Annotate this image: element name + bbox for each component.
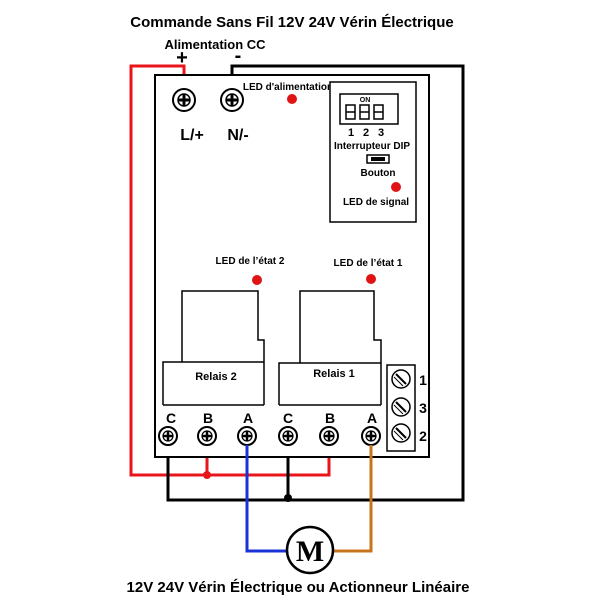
power-terminal-plus [172, 88, 196, 112]
signal-led [391, 182, 401, 192]
negative-junction-dot [284, 494, 292, 502]
state1-led [366, 274, 376, 284]
dip-number-2: 2 [363, 127, 369, 139]
output-terminal-b-relay2 [197, 426, 217, 446]
dip-on-label: ON [360, 97, 371, 104]
dip-number-1: 1 [348, 127, 354, 139]
positive-junction-dot [203, 471, 211, 479]
state1-led-label: LED de l’état 1 [334, 258, 403, 269]
output-label-c-relay2: C [166, 410, 176, 426]
side-terminal-label-3: 3 [419, 400, 427, 416]
side-terminal-label-1: 1 [419, 372, 427, 388]
output-label-b-relay2: B [203, 410, 213, 426]
minus-symbol: - [235, 45, 242, 67]
output-label-b-relay1: B [325, 410, 335, 426]
motor-wire-orange [334, 445, 373, 553]
dip-number-3: 3 [378, 127, 384, 139]
terminal-label-negative: N/- [227, 127, 248, 144]
motor-letter: M [296, 535, 324, 568]
relay-1 [278, 290, 382, 406]
push-button-cap [371, 157, 385, 161]
output-terminal-a-relay2 [237, 426, 257, 446]
side-screw-1 [391, 369, 411, 389]
power-led [287, 94, 297, 104]
relay-1-label: Relais 1 [313, 368, 355, 380]
output-terminal-b-relay1 [319, 426, 339, 446]
side-screw-3 [391, 397, 411, 417]
output-terminal-c-relay1 [278, 426, 298, 446]
motor-symbol [285, 525, 335, 575]
relay-2-label: Relais 2 [195, 371, 237, 383]
power-supply-label: Alimentation CC [164, 37, 266, 52]
diagram-caption: 12V 24V Vérin Électrique ou Actionneur L… [127, 579, 470, 596]
side-terminal-label-2: 2 [419, 428, 427, 444]
output-label-c-relay1: C [283, 410, 293, 426]
power-led-label: LED d'alimentation [243, 82, 333, 93]
relay-2 [162, 290, 265, 406]
state2-led [252, 275, 262, 285]
output-terminal-c-relay2 [158, 426, 178, 446]
output-label-a-relay1: A [367, 410, 377, 426]
dip-switch-keys [345, 104, 384, 120]
plus-symbol: + [176, 47, 188, 69]
output-label-a-relay2: A [243, 410, 253, 426]
motor-wire-blue [245, 445, 286, 553]
terminal-label-positive: L/+ [180, 127, 204, 144]
output-terminal-a-relay1 [361, 426, 381, 446]
power-terminal-minus [220, 88, 244, 112]
side-screw-2 [391, 423, 411, 443]
push-button-label: Bouton [361, 168, 396, 179]
diagram-title: Commande Sans Fil 12V 24V Vérin Électriq… [130, 14, 453, 31]
signal-led-label: LED de signal [343, 197, 409, 208]
dip-switch-label: Interrupteur DIP [334, 141, 410, 152]
state2-led-label: LED de l’état 2 [216, 256, 285, 267]
